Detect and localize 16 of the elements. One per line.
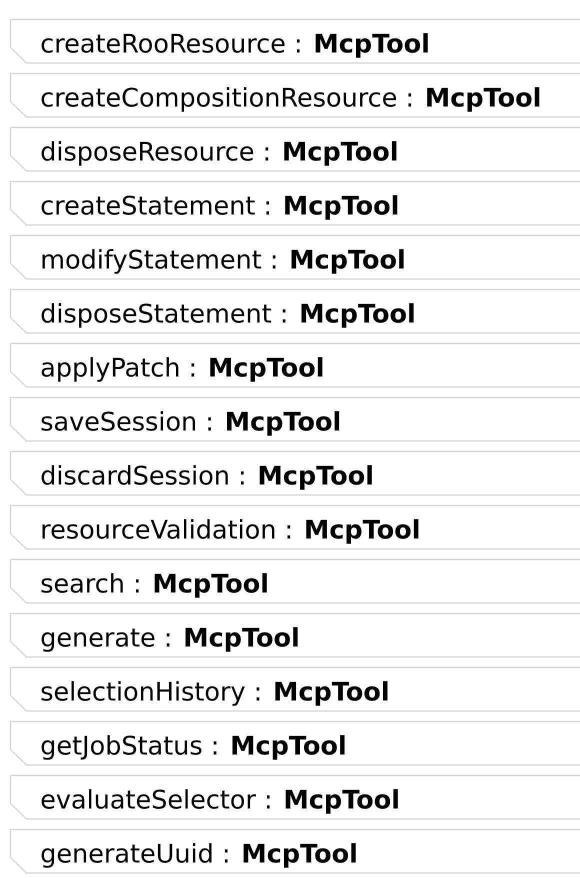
object-box: saveSession : McpTool (10, 396, 580, 442)
object-box: generate : McpTool (10, 612, 580, 658)
object-box: applyPatch : McpTool (10, 342, 580, 388)
object-box: selectionHistory : McpTool (10, 666, 580, 712)
object-box: resourceValidation : McpTool (10, 504, 580, 550)
object-box: generateUuid : McpTool (10, 828, 580, 874)
object-box: evaluateSelector : McpTool (10, 774, 580, 820)
object-box: createRooResource : McpTool (10, 18, 580, 64)
object-box: getJobStatus : McpTool (10, 720, 580, 766)
object-box: modifyStatement : McpTool (10, 234, 580, 280)
object-box: disposeStatement : McpTool (10, 288, 580, 334)
object-box: disposeResource : McpTool (10, 126, 580, 172)
object-box: createStatement : McpTool (10, 180, 580, 226)
object-box: search : McpTool (10, 558, 580, 604)
object-box: createCompositionResource : McpTool (10, 72, 580, 118)
object-box: discardSession : McpTool (10, 450, 580, 496)
